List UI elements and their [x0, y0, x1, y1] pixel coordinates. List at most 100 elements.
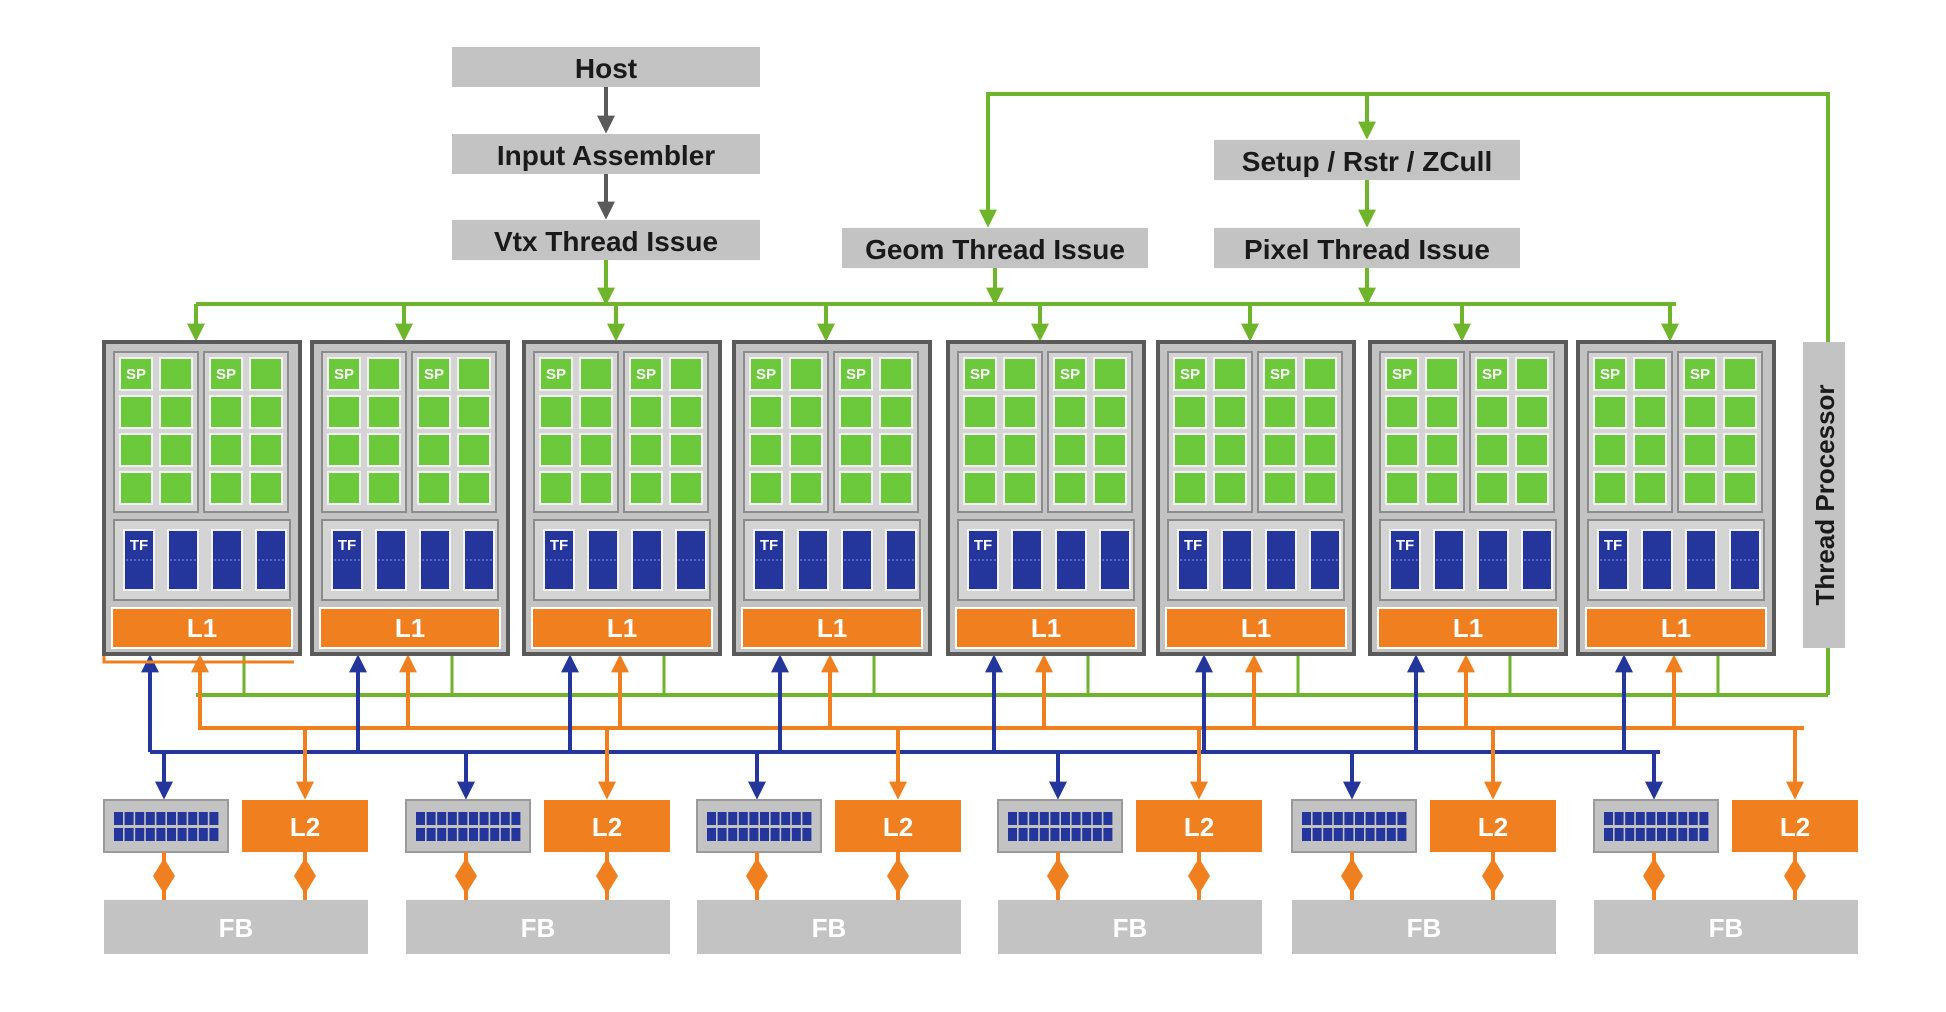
- texture-address-cell: [1667, 828, 1677, 841]
- sp-core: [669, 395, 703, 429]
- texture-address-cell: [760, 828, 769, 841]
- l1-cache: [111, 607, 293, 649]
- sp-core: [1475, 357, 1509, 391]
- sp-core: [159, 433, 193, 467]
- sp-core: [367, 433, 401, 467]
- sp-core: [367, 357, 401, 391]
- texture-address-cell: [1365, 828, 1375, 841]
- sp-core: [789, 395, 823, 429]
- sp-core: [1053, 471, 1087, 505]
- l2-cache: [242, 800, 368, 852]
- pixel-thread-issue-label: Pixel Thread Issue: [1244, 234, 1490, 265]
- sp-core: [417, 471, 451, 505]
- sp-core: [839, 395, 873, 429]
- sp-core: [417, 357, 451, 391]
- sp-core: [1213, 395, 1247, 429]
- l1-cache: [1585, 607, 1767, 649]
- texture-address-cell: [1365, 812, 1375, 825]
- texture-address-cell: [479, 812, 489, 825]
- sp-core: [1633, 357, 1667, 391]
- sp-core: [119, 471, 153, 505]
- texture-address-cell: [1688, 828, 1698, 841]
- sp-label: SP: [1482, 366, 1502, 383]
- host-label: Host: [575, 53, 637, 84]
- sp-core: [159, 357, 193, 391]
- texture-address-cell: [156, 828, 166, 841]
- texture-address-cell: [1678, 828, 1688, 841]
- sp-core: [1263, 395, 1297, 429]
- texture-address-cell: [511, 812, 521, 825]
- texture-address-unit: [997, 799, 1123, 853]
- sp-core: [629, 357, 663, 391]
- texture-address-cell: [458, 812, 468, 825]
- texture-address-cell: [156, 812, 166, 825]
- l1-cache: [955, 607, 1137, 649]
- sp-core: [539, 357, 573, 391]
- fb-label: FB: [1407, 913, 1442, 943]
- l1-cache: [319, 607, 501, 649]
- sp-core: [963, 395, 997, 429]
- setup-rstr-zcull-label: Setup / Rstr / ZCull: [1242, 146, 1492, 177]
- diamond-connector: [1784, 858, 1806, 894]
- sp-label: SP: [970, 366, 990, 383]
- sp-core: [749, 395, 783, 429]
- sp-core: [749, 357, 783, 391]
- sp-core: [327, 433, 361, 467]
- tf-label: TF: [760, 537, 778, 554]
- sp-core: [1515, 357, 1549, 391]
- texture-address-cell: [1386, 828, 1396, 841]
- texture-address-cell: [1344, 812, 1354, 825]
- sp-core: [1263, 433, 1297, 467]
- texture-address-cell: [437, 828, 447, 841]
- sp-core: [1003, 357, 1037, 391]
- sp-core: [579, 471, 613, 505]
- sp-core: [879, 433, 913, 467]
- texture-address-unit: [103, 799, 229, 853]
- texture-address-cell: [1050, 828, 1060, 841]
- tf-label: TF: [1604, 537, 1622, 554]
- l1-label: L1: [817, 613, 847, 643]
- texture-address-cell: [1355, 828, 1364, 841]
- sp-core: [1723, 395, 1757, 429]
- sp-core: [367, 395, 401, 429]
- texture-address-cell: [1635, 812, 1645, 825]
- l2-label: L2: [592, 812, 622, 842]
- sp-core: [629, 471, 663, 505]
- sp-core: [209, 471, 243, 505]
- texture-address-cell: [1302, 828, 1311, 841]
- sp-label: SP: [846, 366, 866, 383]
- tf-label: TF: [130, 537, 148, 554]
- texture-address-cell: [749, 828, 759, 841]
- sp-core: [1475, 471, 1509, 505]
- texture-address-cell: [447, 812, 457, 825]
- texture-address-cell: [135, 812, 145, 825]
- texture-address-cell: [1333, 828, 1343, 841]
- sp-core: [789, 433, 823, 467]
- sp-core: [629, 433, 663, 467]
- sp-core: [417, 433, 451, 467]
- sp-core: [1633, 395, 1667, 429]
- sp-core: [1303, 395, 1337, 429]
- l1-cache: [1377, 607, 1559, 649]
- sp-core: [1723, 433, 1757, 467]
- diamond-connector: [746, 858, 768, 894]
- texture-address-cell: [490, 828, 500, 841]
- texture-address-cell: [124, 828, 134, 841]
- texture-address-cell: [1018, 828, 1028, 841]
- sp-core: [749, 471, 783, 505]
- texture-address-cell: [1614, 828, 1624, 841]
- thread-processor-label: Thread Processor: [1810, 384, 1840, 605]
- sp-core: [367, 471, 401, 505]
- diamond-connector: [1482, 858, 1504, 894]
- texture-address-cell: [1667, 812, 1677, 825]
- texture-address-cell: [426, 812, 436, 825]
- sp-core: [1425, 433, 1459, 467]
- sp-label: SP: [424, 366, 444, 383]
- l1-label: L1: [1241, 613, 1271, 643]
- fb-label: FB: [219, 913, 254, 943]
- texture-address-cell: [145, 812, 155, 825]
